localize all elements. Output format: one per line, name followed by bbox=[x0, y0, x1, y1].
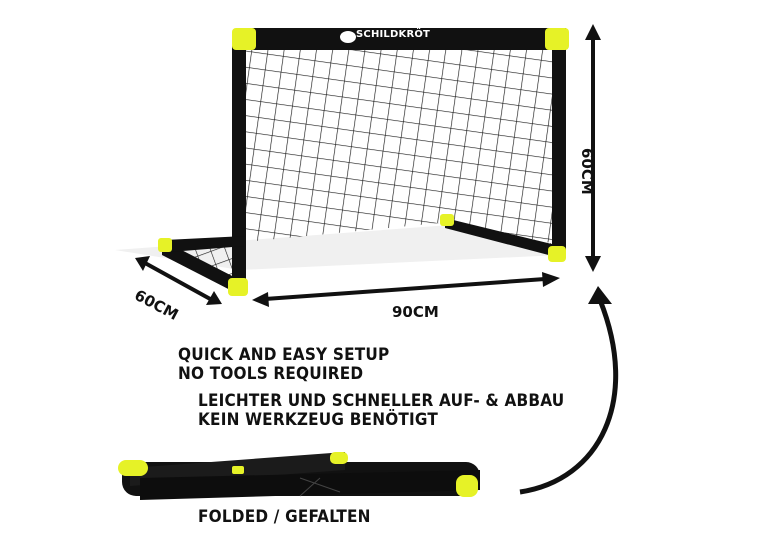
folded-caption: FOLDED / GEFALTEN bbox=[198, 507, 371, 527]
setup-english-line2: NO TOOLS REQUIRED bbox=[178, 364, 364, 384]
brand-logo-text: SCHILDKRÖT bbox=[356, 29, 431, 40]
folded-goal bbox=[118, 452, 480, 500]
height-arrow bbox=[585, 24, 601, 272]
depth-arrow bbox=[135, 256, 222, 305]
setup-german-line1: LEICHTER UND SCHNELLER AUF- & ABBAU bbox=[198, 391, 565, 411]
width-arrow bbox=[252, 272, 560, 307]
setup-german-line2: KEIN WERKZEUG BENÖTIGT bbox=[198, 410, 439, 430]
curved-arrow bbox=[519, 286, 619, 495]
goal-frame bbox=[158, 28, 569, 296]
setup-english-line1: QUICK AND EASY SETUP bbox=[178, 345, 390, 365]
height-label: 60CM bbox=[578, 148, 596, 195]
width-label: 90CM bbox=[392, 303, 439, 321]
